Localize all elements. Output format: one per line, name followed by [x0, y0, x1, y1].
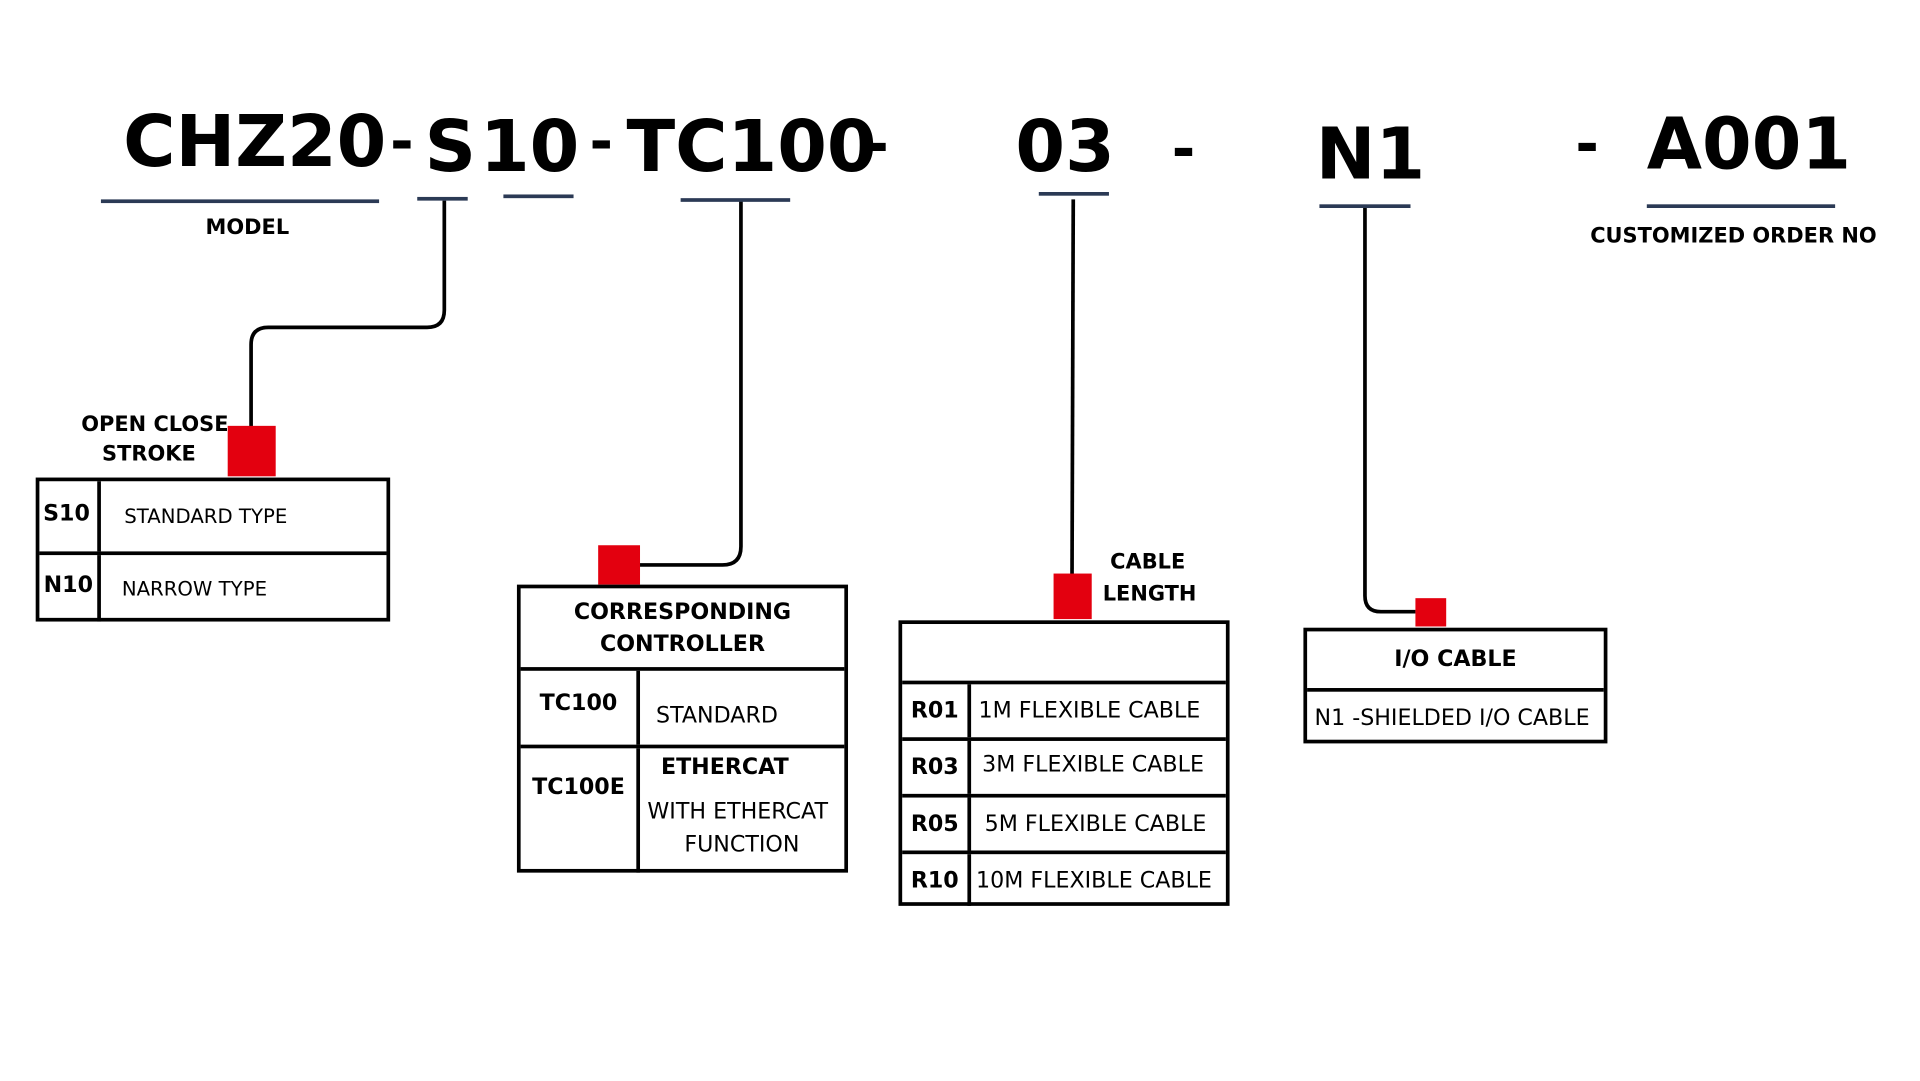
cable-caption-line1: CABLE [1110, 550, 1186, 575]
controller-header-line1: CORRESPONDING [573, 599, 792, 626]
separator: - [390, 108, 414, 175]
io-desc-cell: N1 -SHIELDED I/O CABLE [1314, 704, 1590, 731]
stroke-connector-line [249, 200, 447, 428]
ethercat-title: ETHERCAT [660, 754, 789, 781]
cable-desc-cell: 3M FLEXIBLE CABLE [982, 752, 1204, 778]
separator: - [865, 110, 889, 178]
controller-desc-cell: ETHERCAT WITH ETHERCAT FUNCTION [640, 748, 844, 872]
model-underline [100, 199, 380, 204]
controller-code: TC100 [626, 104, 877, 189]
cable-code-cell: R03 [902, 740, 972, 794]
stroke-letter-underline [417, 196, 468, 201]
separator: - [589, 108, 614, 175]
io-cable-code: N1 [1315, 112, 1426, 196]
io-cable-underline [1319, 204, 1411, 209]
controller-header-line2: CONTROLLER [599, 631, 766, 658]
io-cable-table: I/O CABLE N1 -SHIELDED I/O CABLE [1303, 627, 1608, 744]
cable-desc-cell: 5M FLEXIBLE CABLE [984, 811, 1207, 837]
controller-marker [598, 545, 641, 585]
model-caption: MODEL [205, 215, 290, 241]
controller-table: CORRESPONDING CONTROLLER TC100 STANDARD … [516, 584, 849, 873]
controller-code-cell: TC100 [521, 670, 641, 745]
stroke-code-cell: N10 [39, 555, 101, 622]
cable-length-code: 03 [1015, 104, 1115, 189]
separator: - [1171, 115, 1196, 183]
cable-row: R05 5M FLEXIBLE CABLE [902, 793, 1226, 851]
cable-length-underline [1038, 192, 1109, 196]
stroke-row: N10 NARROW TYPE [39, 551, 387, 622]
custom-order-caption: CUSTOMIZED ORDER NO [1590, 224, 1877, 249]
controller-code-cell: TC100E [521, 748, 641, 873]
controller-row: TC100 STANDARD [520, 667, 845, 745]
controller-desc-cell: STANDARD [656, 702, 778, 729]
io-connector-line [1363, 206, 1416, 614]
ethercat-desc-line2: FUNCTION [684, 832, 800, 858]
stroke-marker [227, 425, 276, 477]
cable-code-cell: R10 [902, 854, 972, 906]
controller-connector-line [640, 199, 743, 567]
cable-marker [1053, 573, 1092, 620]
stroke-code-cell: S10 [39, 481, 101, 552]
stroke-letter-code: S [424, 104, 477, 189]
stroke-table: S10 STANDARD TYPE N10 NARROW TYPE [35, 477, 391, 622]
cable-desc-cell: 1M FLEXIBLE CABLE [978, 697, 1201, 724]
cable-caption-line2: LENGTH [1102, 582, 1197, 607]
cable-desc-cell: 10M FLEXIBLE CABLE [976, 867, 1212, 893]
stroke-desc-cell: STANDARD TYPE [124, 504, 288, 529]
io-header: I/O CABLE [1394, 646, 1517, 673]
separator: - [1575, 110, 1599, 178]
cable-code-cell: R05 [902, 797, 972, 851]
custom-order-underline [1646, 204, 1836, 209]
io-marker [1415, 598, 1447, 627]
stroke-number-code: 10 [480, 104, 580, 189]
controller-underline [680, 198, 791, 202]
stroke-caption-line1: OPEN CLOSE [81, 412, 229, 437]
cable-code-cell: R01 [902, 684, 972, 738]
cable-connector-line [1070, 199, 1076, 577]
custom-order-code: A001 [1646, 102, 1852, 186]
cable-row: R01 1M FLEXIBLE CABLE [902, 680, 1226, 738]
cable-row: R10 10M FLEXIBLE CABLE [902, 850, 1226, 906]
ethercat-desc-line1: WITH ETHERCAT [647, 798, 829, 825]
controller-row: TC100E ETHERCAT WITH ETHERCAT FUNCTION [520, 744, 845, 873]
controller-header: CORRESPONDING CONTROLLER [521, 588, 845, 675]
stroke-desc-cell: NARROW TYPE [121, 576, 268, 601]
model-code: CHZ20 [123, 99, 387, 184]
stroke-row: S10 STANDARD TYPE [39, 481, 386, 552]
cable-row: R03 3M FLEXIBLE CABLE [902, 737, 1226, 794]
stroke-caption-line2: STROKE [102, 441, 196, 467]
io-row: N1 -SHIELDED I/O CABLE [1307, 688, 1604, 743]
stroke-number-underline [503, 194, 574, 199]
cable-length-table: R01 1M FLEXIBLE CABLE R03 3M FLEXIBLE CA… [898, 620, 1230, 906]
cable-header [902, 624, 1226, 681]
